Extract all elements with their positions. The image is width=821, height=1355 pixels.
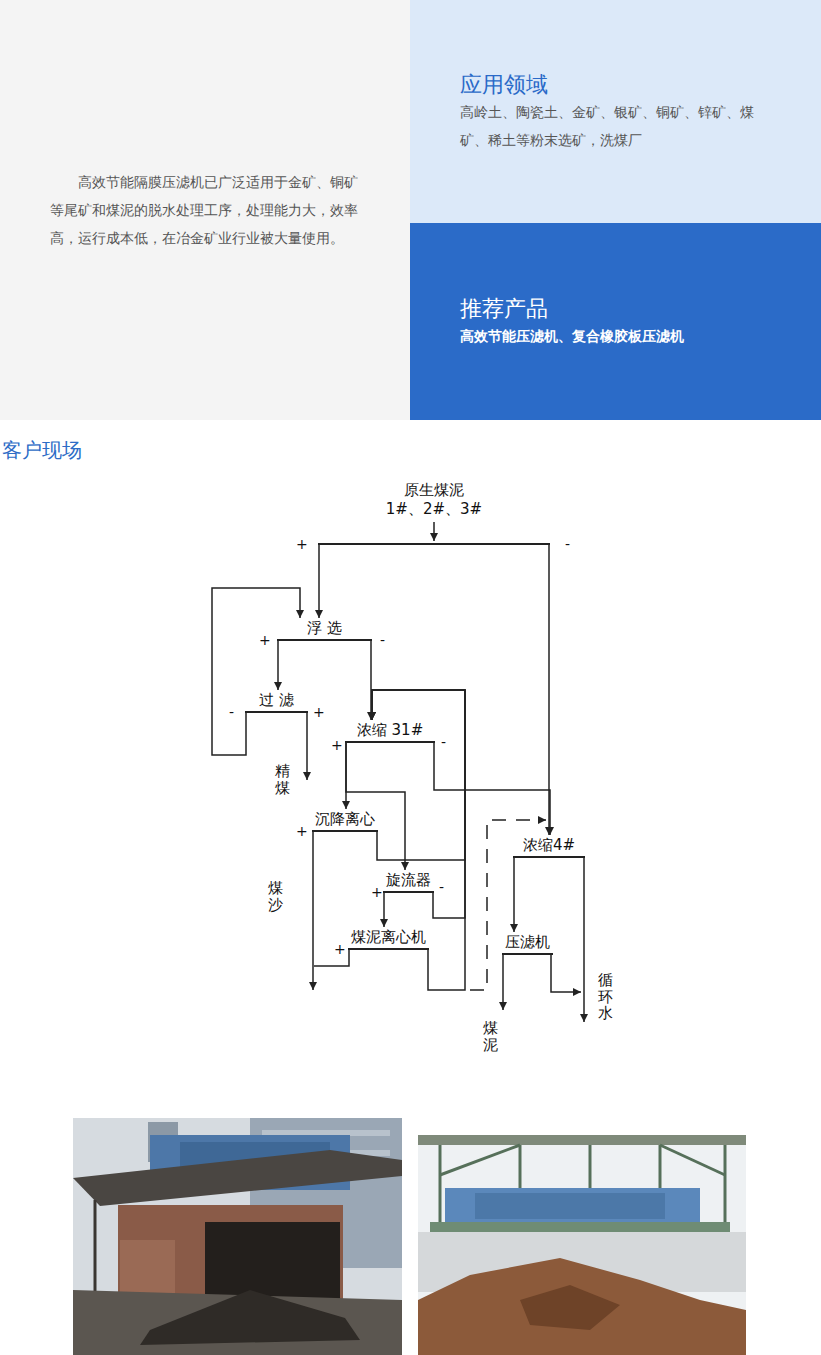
process-label: 原生煤泥: [320, 481, 548, 500]
process-bar: 压滤机: [502, 933, 553, 955]
sign-mark: -: [380, 632, 385, 648]
process-bar: 煤泥离心机: [348, 928, 429, 950]
ground: [73, 1290, 402, 1355]
panel-text: 高岭土、陶瓷土、金矿、银矿、铜矿、锌矿、煤矿、稀土等粉末选矿，洗煤厂: [460, 98, 760, 154]
flow-connector: [372, 690, 465, 860]
product-label: 精煤: [275, 763, 290, 796]
flow-connector: [277, 640, 279, 690]
panel-heading: 推荐产品: [460, 296, 781, 322]
frame-post: [659, 1145, 662, 1190]
process-label: 煤泥离心机: [350, 928, 427, 947]
product-line: [502, 955, 504, 1010]
sign-mark: +: [259, 632, 271, 648]
filter-press: [445, 1188, 700, 1224]
process-label: 浮 选: [279, 619, 370, 638]
platform: [430, 1222, 730, 1232]
mud-pile: [418, 1258, 746, 1355]
flow-connector: [346, 742, 405, 870]
sign-mark: +: [296, 536, 308, 552]
roof-post: [94, 1200, 97, 1300]
sign-mark: +: [313, 704, 325, 720]
sign-mark: +: [334, 941, 346, 957]
process-bar: 浮 选: [277, 619, 372, 641]
panel-text: 高效节能隔膜压滤机已广泛适用于金矿、铜矿等尾矿和煤泥的脱水处理工序，处理能力大，…: [50, 168, 360, 252]
frame-post: [439, 1145, 442, 1225]
process-label: 压滤机: [504, 933, 551, 952]
process-label: 浓缩 31#: [347, 721, 433, 740]
frame-brace: [440, 1145, 520, 1175]
frame-brace: [660, 1145, 725, 1175]
steel-frame: [440, 1145, 725, 1225]
flow-connector: [434, 742, 550, 835]
product-line: [583, 858, 585, 1022]
process-label: 过 滤: [247, 691, 306, 710]
process-bar: 沉降离心: [312, 810, 378, 832]
process-label: 浓缩4#: [515, 836, 583, 855]
flow-connector: [318, 544, 320, 618]
process-bar: 浓缩4#: [513, 836, 585, 858]
roof-beam: [418, 1135, 746, 1145]
photo-background: [73, 1118, 402, 1355]
process-label: 沉降离心: [314, 810, 376, 829]
photo-background: [418, 1135, 746, 1355]
product-label: 煤泥: [483, 1020, 498, 1053]
panel-text: 高效节能压滤机、复合橡胶板压滤机: [460, 322, 781, 350]
sign-mark: -: [439, 879, 444, 895]
product-label: 循环水: [598, 972, 613, 1022]
sign-mark: -: [565, 536, 570, 552]
sign-mark: -: [229, 704, 234, 720]
info-panel: 推荐产品高效节能压滤机、复合橡胶板压滤机: [410, 223, 821, 420]
mud-pile: [140, 1290, 360, 1345]
section-title: 客户现场: [2, 437, 82, 463]
flow-connector: [383, 892, 385, 927]
panel-heading: 应用领域: [460, 72, 760, 98]
product-label: 煤沙: [268, 880, 283, 913]
mud-shadow: [520, 1285, 620, 1330]
filter-plates: [475, 1193, 665, 1219]
product-line: [312, 832, 314, 990]
flow-connector: [513, 857, 515, 932]
shelter-roof: [73, 1150, 402, 1206]
sign-mark: +: [371, 884, 383, 900]
process-bar: 旋流器: [383, 871, 434, 893]
process-label: 1#、2#、3#: [320, 500, 548, 519]
frame-post: [519, 1145, 522, 1190]
frame-post: [724, 1145, 727, 1225]
flow-connector: [212, 588, 300, 755]
process-label: 旋流器: [385, 871, 432, 890]
sign-mark: -: [441, 734, 446, 750]
product-line: [306, 713, 308, 780]
feed-arrow: [433, 522, 435, 541]
process-bar: 过 滤: [245, 691, 308, 713]
process-bar: 原生煤泥1#、2#、3#: [318, 481, 550, 545]
sign-mark: +: [296, 823, 308, 839]
product-line: [551, 955, 581, 992]
process-bar: 浓缩 31#: [345, 721, 435, 743]
sign-mark: +: [331, 737, 343, 753]
info-panel: 高效节能隔膜压滤机已广泛适用于金矿、铜矿等尾矿和煤泥的脱水处理工序，处理能力大，…: [0, 0, 410, 420]
frame-post: [589, 1145, 592, 1190]
info-panel: 应用领域高岭土、陶瓷土、金矿、银矿、铜矿、锌矿、煤矿、稀土等粉末选矿，洗煤厂: [410, 0, 821, 223]
